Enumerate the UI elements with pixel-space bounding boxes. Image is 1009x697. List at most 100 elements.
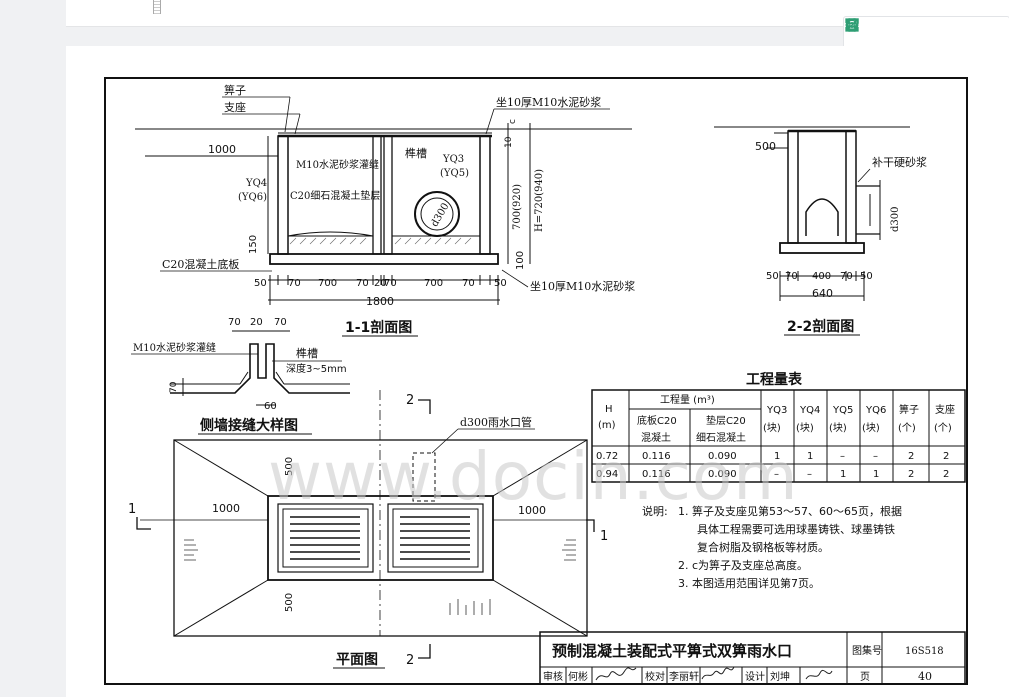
drawing-text: 70 [288, 278, 301, 289]
atlas-label: 图集号 [852, 644, 882, 657]
label-detail-depth: 深度3~5mm [286, 362, 347, 375]
base-slab [269, 253, 499, 265]
drawing-text: – [873, 451, 878, 462]
section-2-2-bottom-dims: 50 70 400 70 50 [766, 271, 873, 282]
drawing-text: 0.116 [642, 469, 671, 480]
drawing-text: 0.116 [642, 451, 671, 462]
label-d60: 60 [264, 401, 277, 412]
drawing-text: 2. c为箅子及支座总高度。 [678, 558, 808, 572]
title-block [539, 631, 966, 685]
label-mortar-top: 坐10厚M10水泥砂浆 [496, 95, 601, 109]
label-dim-10: 10 [504, 136, 514, 148]
label-total-1800: 1800 [366, 295, 394, 308]
plan-outline [173, 439, 588, 637]
drawing-text: 1 [807, 451, 813, 462]
label-mortar-bottom: 坐10厚M10水泥砂浆 [530, 279, 635, 293]
drawing-text: 底板C20 [637, 414, 677, 427]
label-base-slab: C20混凝土底板 [162, 257, 239, 271]
drawing-text: YQ6 [865, 405, 886, 416]
label-plan-top500: 500 [284, 457, 295, 476]
drawing-text: 1 [774, 451, 780, 462]
label-2-2-500: 500 [755, 140, 776, 153]
left-wall [277, 135, 289, 255]
slope-hatch [184, 539, 576, 615]
joint-detail [170, 330, 350, 406]
drawing-text: 50 [254, 278, 267, 289]
drawing-text: (块) [796, 422, 814, 434]
drawing-text: 复合树脂及钢格板等材质。 [697, 540, 829, 554]
center-wall-b [383, 135, 393, 255]
drawing-text: (m) [598, 420, 616, 431]
label-cut-2-top: 2 [406, 393, 414, 408]
label-total-640: 640 [812, 287, 833, 300]
viewer-toolbar [843, 16, 1009, 49]
right-wall [479, 135, 491, 255]
section-1-1-bottom-dims: 50 70 700 70 20 70 700 70 50 [254, 278, 507, 289]
label-d20: 20 [250, 317, 263, 328]
quantity-table [591, 389, 966, 483]
cut-mark-2-top [418, 399, 431, 414]
review-name: 何彬 [568, 670, 588, 683]
label-mortar-grout: M10水泥砂浆灌缝 [296, 158, 379, 171]
drawing-text: YQ3 [766, 405, 787, 416]
table-row-2: 0.94 0.116 0.090 – – 1 1 2 2 [596, 469, 949, 480]
design-label: 设计 [745, 670, 765, 683]
label-cut-1-left: 1 [128, 502, 136, 517]
drawing-text: 70 [785, 271, 798, 282]
check-name: 李丽轩 [669, 670, 699, 683]
drawing-text: YQ4 [799, 405, 820, 416]
section-1-1-hatch [289, 237, 472, 245]
drawing-text: 垫层C20 [706, 414, 746, 427]
drawing-text: 1 [840, 469, 846, 480]
label-yq5: (YQ5) [440, 168, 469, 179]
drawing-text: 50 [494, 278, 507, 289]
section-1-1 [135, 123, 632, 305]
plan-view [140, 390, 588, 637]
grate-right [387, 503, 484, 573]
drawing-text: 70 [462, 278, 475, 289]
signatures [595, 666, 833, 681]
drawing-text: – [807, 469, 812, 480]
section-2-2-title: 2-2剖面图 [787, 318, 854, 335]
signature-review [595, 667, 637, 681]
signature-design [805, 669, 833, 680]
label-cut-1-right: 1 [600, 529, 608, 544]
label-dim-150: 150 [248, 235, 259, 254]
label-d70v: 70 [169, 381, 179, 393]
drawing-text: – [840, 451, 845, 462]
cut-mark-2-bottom [418, 644, 431, 659]
cut-mark-1-left [136, 517, 151, 530]
drawing-text: 3. 本图适用范围详见第7页。 [678, 576, 820, 590]
drawing-text: 70 [840, 271, 853, 282]
notes-label: 说明: [642, 504, 668, 518]
grate-bars [290, 516, 470, 560]
label-dim-700: 700(920) [512, 184, 523, 230]
plan-title: 平面图 [336, 652, 378, 668]
drawing-text: 箅子 [899, 403, 919, 416]
label-d70a: 70 [228, 317, 241, 328]
label-yq3: YQ3 [442, 154, 464, 165]
drawing-text: 700 [318, 278, 337, 289]
drawing-text: 2 [943, 451, 949, 462]
pipe-circle [414, 191, 460, 237]
settings-icon[interactable] [845, 18, 1000, 44]
document-page [66, 46, 1009, 697]
section-1-1-title: 1-1剖面图 [345, 319, 412, 336]
label-plan-pipe: d300雨水口管 [460, 415, 532, 429]
drawing-text: 70 [356, 278, 369, 289]
scroll-handle[interactable] [153, 0, 161, 14]
check-label: 校对 [645, 670, 665, 683]
signature-check [701, 666, 735, 680]
plan-box [267, 495, 494, 581]
label-groove: 榫槽 [405, 146, 427, 160]
drawing-text: 50 [766, 271, 779, 282]
cut-mark-1-right [586, 519, 595, 532]
label-plan-bot500: 500 [284, 593, 295, 612]
table-header: H (m) 工程量 (m³) 底板C20 混凝土 垫层C20 细石混凝土 YQ3… [598, 394, 955, 444]
share-icon[interactable] [846, 18, 969, 44]
watermark: www.docin.com [268, 438, 799, 515]
sheet-border [104, 77, 968, 685]
drawing-text: 1. 箅子及支座见第53～57、60～65页，根据 [678, 504, 902, 518]
drawing-text: 70 [384, 278, 397, 289]
drawing-text: 0.72 [596, 451, 618, 462]
